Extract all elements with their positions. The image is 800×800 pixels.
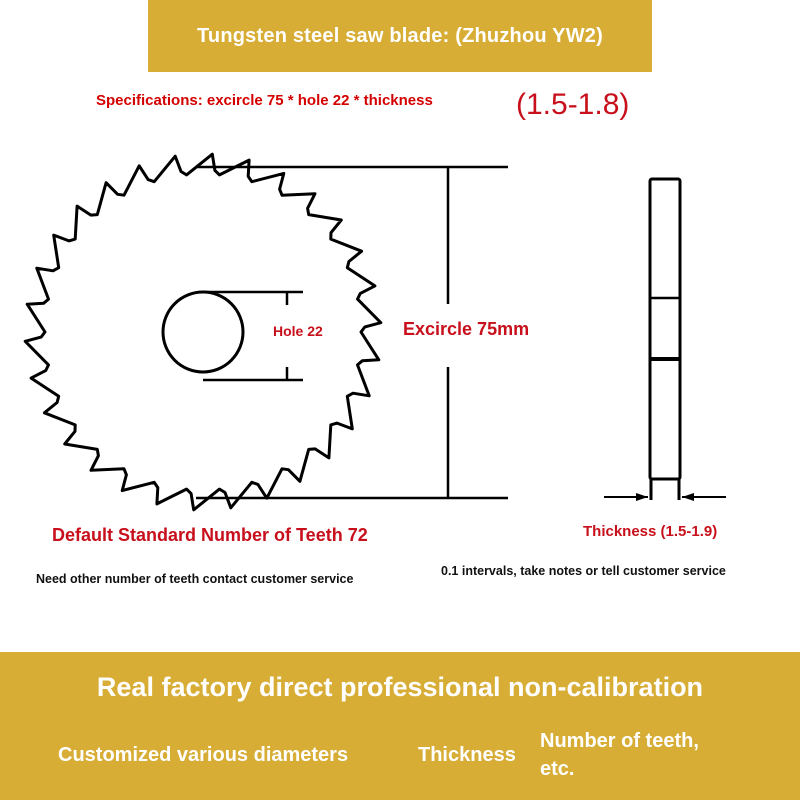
side-view xyxy=(604,177,726,501)
thickness-note: 0.1 intervals, take notes or tell custom… xyxy=(441,564,726,578)
thickness-label: Thickness (1.5-1.9) xyxy=(583,523,718,540)
teeth-label: Default Standard Number of Teeth 72 xyxy=(52,525,368,545)
top-banner: Tungsten steel saw blade: (Zhuzhou YW2) xyxy=(148,0,652,72)
hole-dimension xyxy=(203,290,303,382)
footer-title: Real factory direct professional non-cal… xyxy=(96,672,704,702)
thickness-range: (1.5-1.8) xyxy=(516,88,630,121)
product-title: Tungsten steel saw blade: (Zhuzhou YW2) xyxy=(197,24,603,47)
specifications-text: Specifications: excircle 75 * hole 22 * … xyxy=(96,92,433,109)
center-hole xyxy=(161,290,245,374)
footer-item-diameters: Customized various diameters xyxy=(58,744,349,766)
saw-blade-outline xyxy=(23,152,383,512)
bottom-banner: Real factory direct professional non-cal… xyxy=(0,652,800,800)
footer-item-thickness: Thickness xyxy=(418,744,516,766)
footer-item-teeth: Number of teeth, xyxy=(540,730,699,752)
excircle-label: Excircle 75mm xyxy=(403,319,530,339)
hole-label: Hole 22 xyxy=(273,323,323,339)
excircle-dimension xyxy=(196,165,508,500)
teeth-note: Need other number of teeth contact custo… xyxy=(36,572,354,586)
footer-item-etc: etc. xyxy=(540,758,575,780)
